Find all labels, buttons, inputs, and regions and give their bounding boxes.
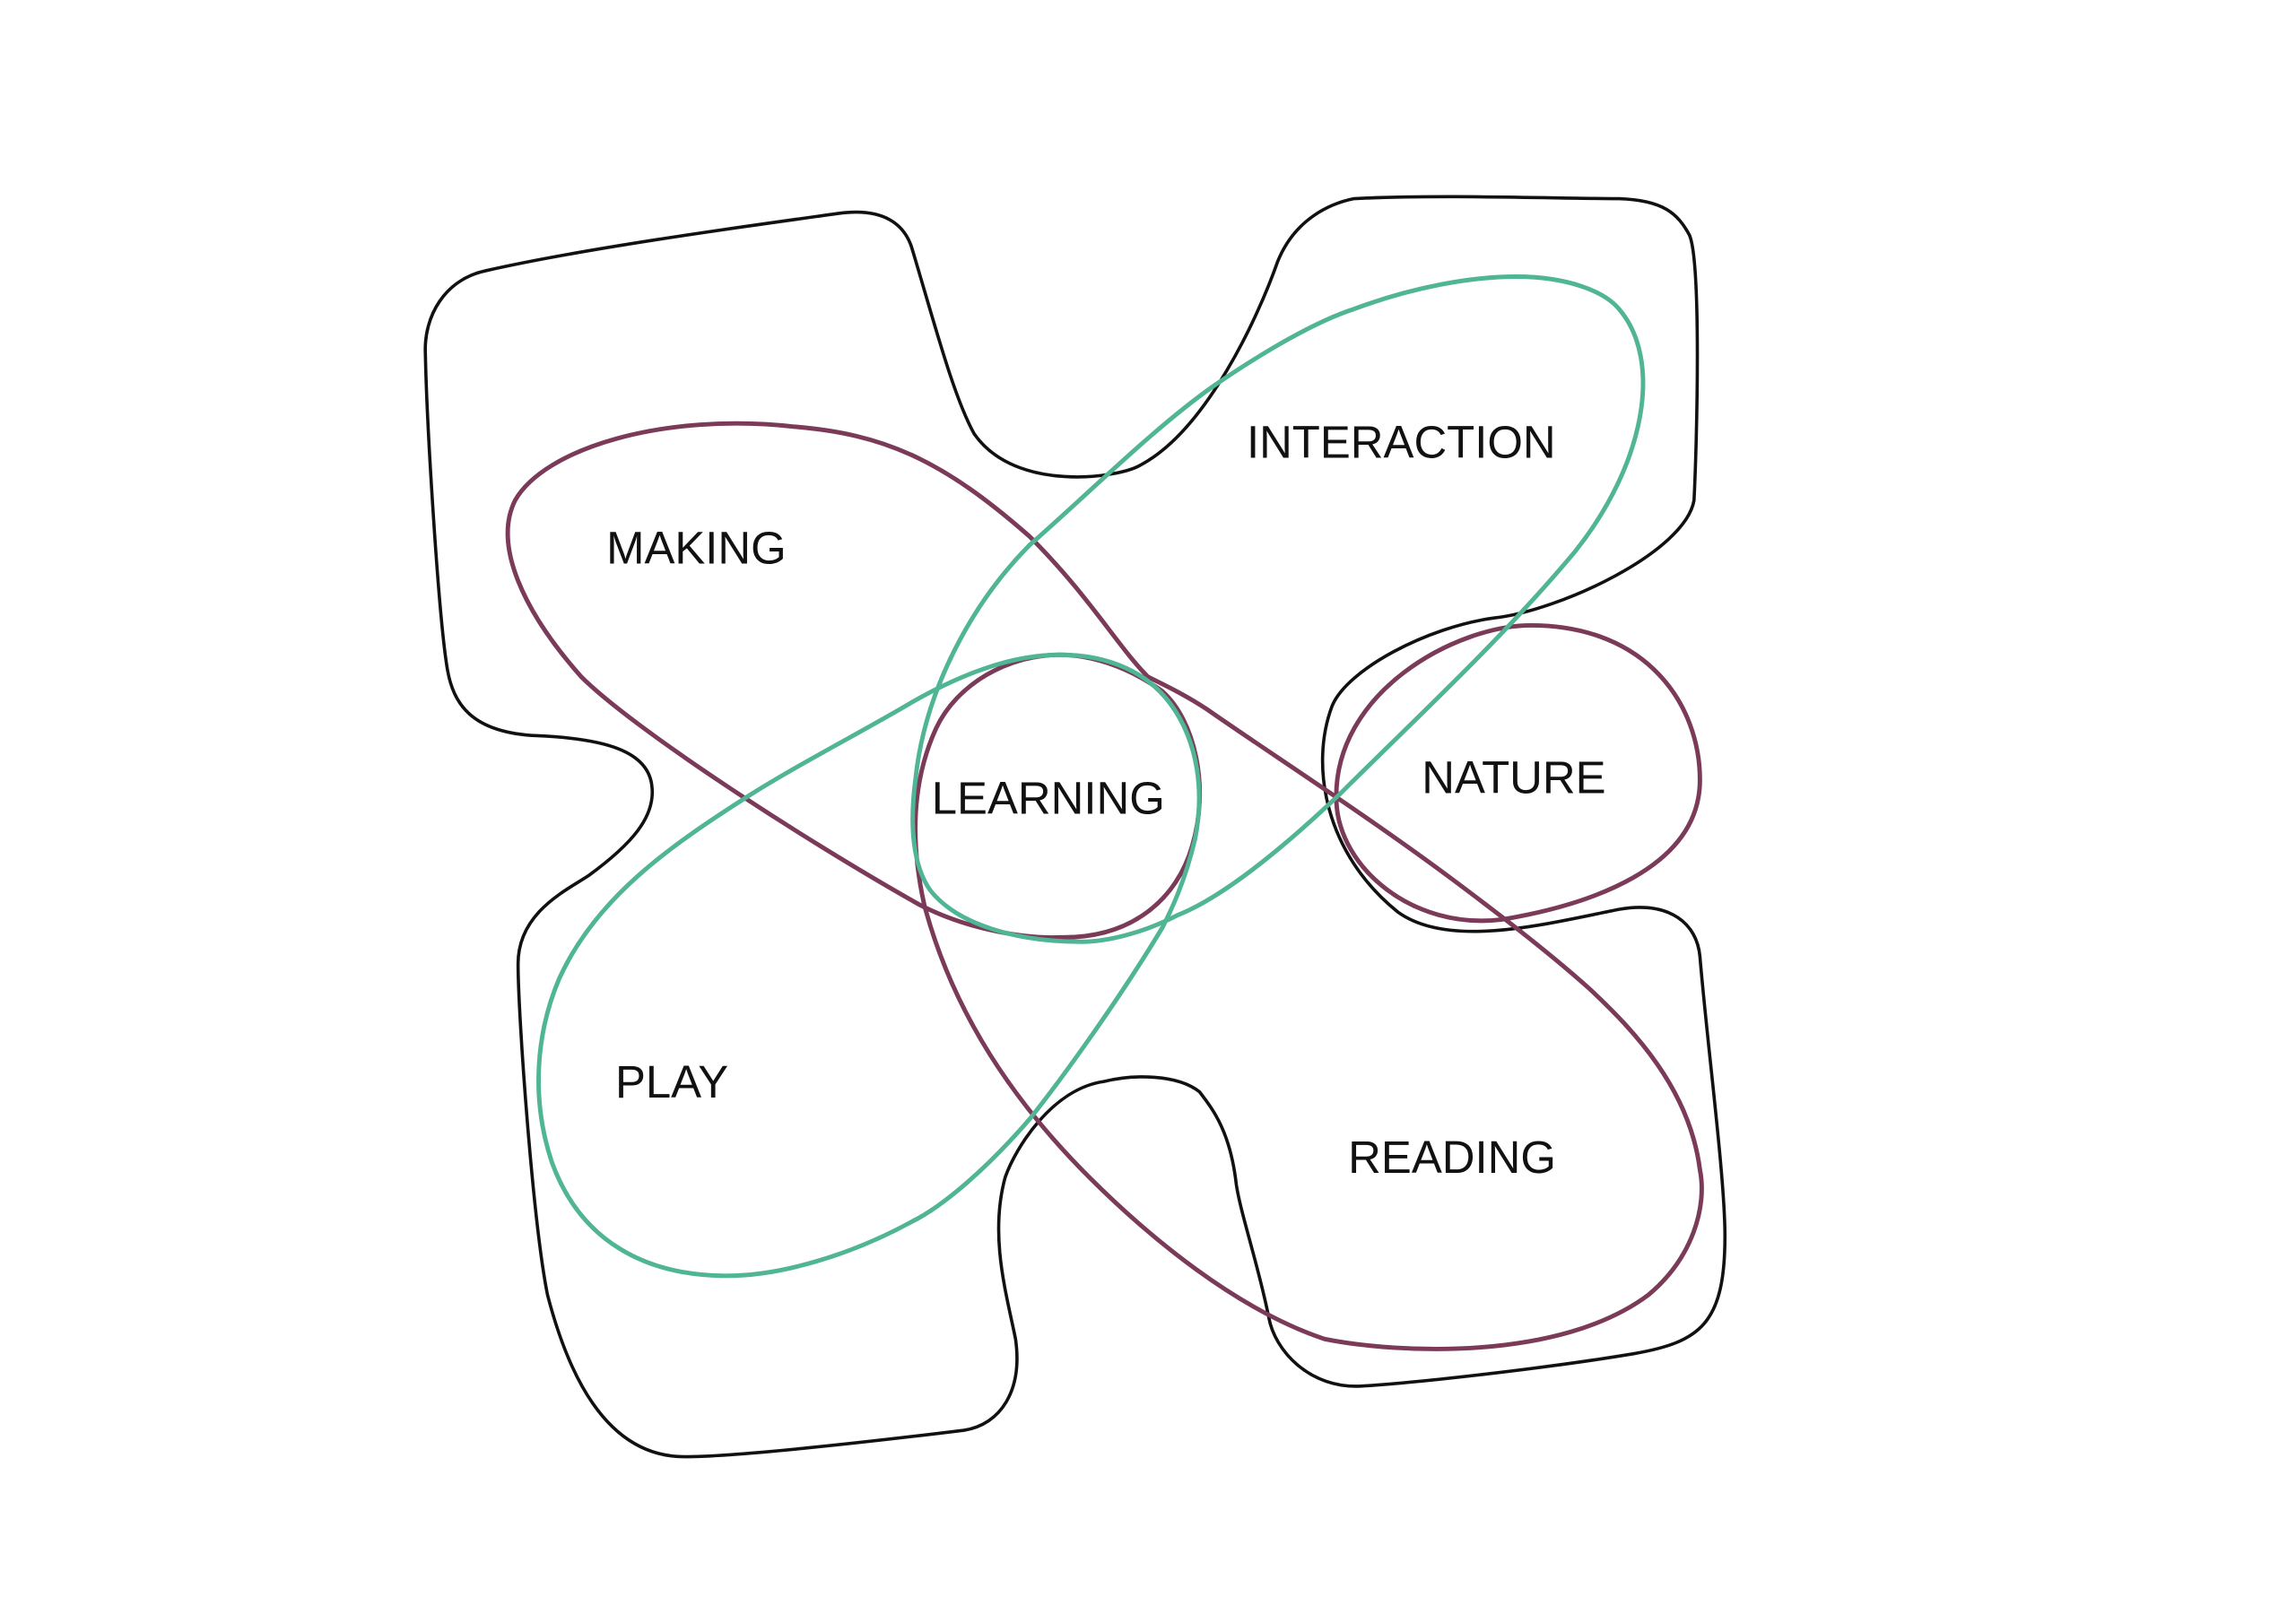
- purple-nature-loop: [1334, 622, 1702, 924]
- label-making: MAKING: [606, 522, 787, 573]
- label-nature: NATURE: [1422, 751, 1605, 803]
- black-outline-shape: [423, 195, 1727, 1459]
- label-reading: READING: [1348, 1132, 1556, 1183]
- teal-play-loop: [536, 652, 1202, 1279]
- label-learning: LEARNING: [932, 772, 1165, 823]
- label-interaction: INTERACTION: [1247, 416, 1556, 467]
- label-play: PLAY: [615, 1056, 728, 1107]
- teal-interaction-loop: [910, 274, 1646, 944]
